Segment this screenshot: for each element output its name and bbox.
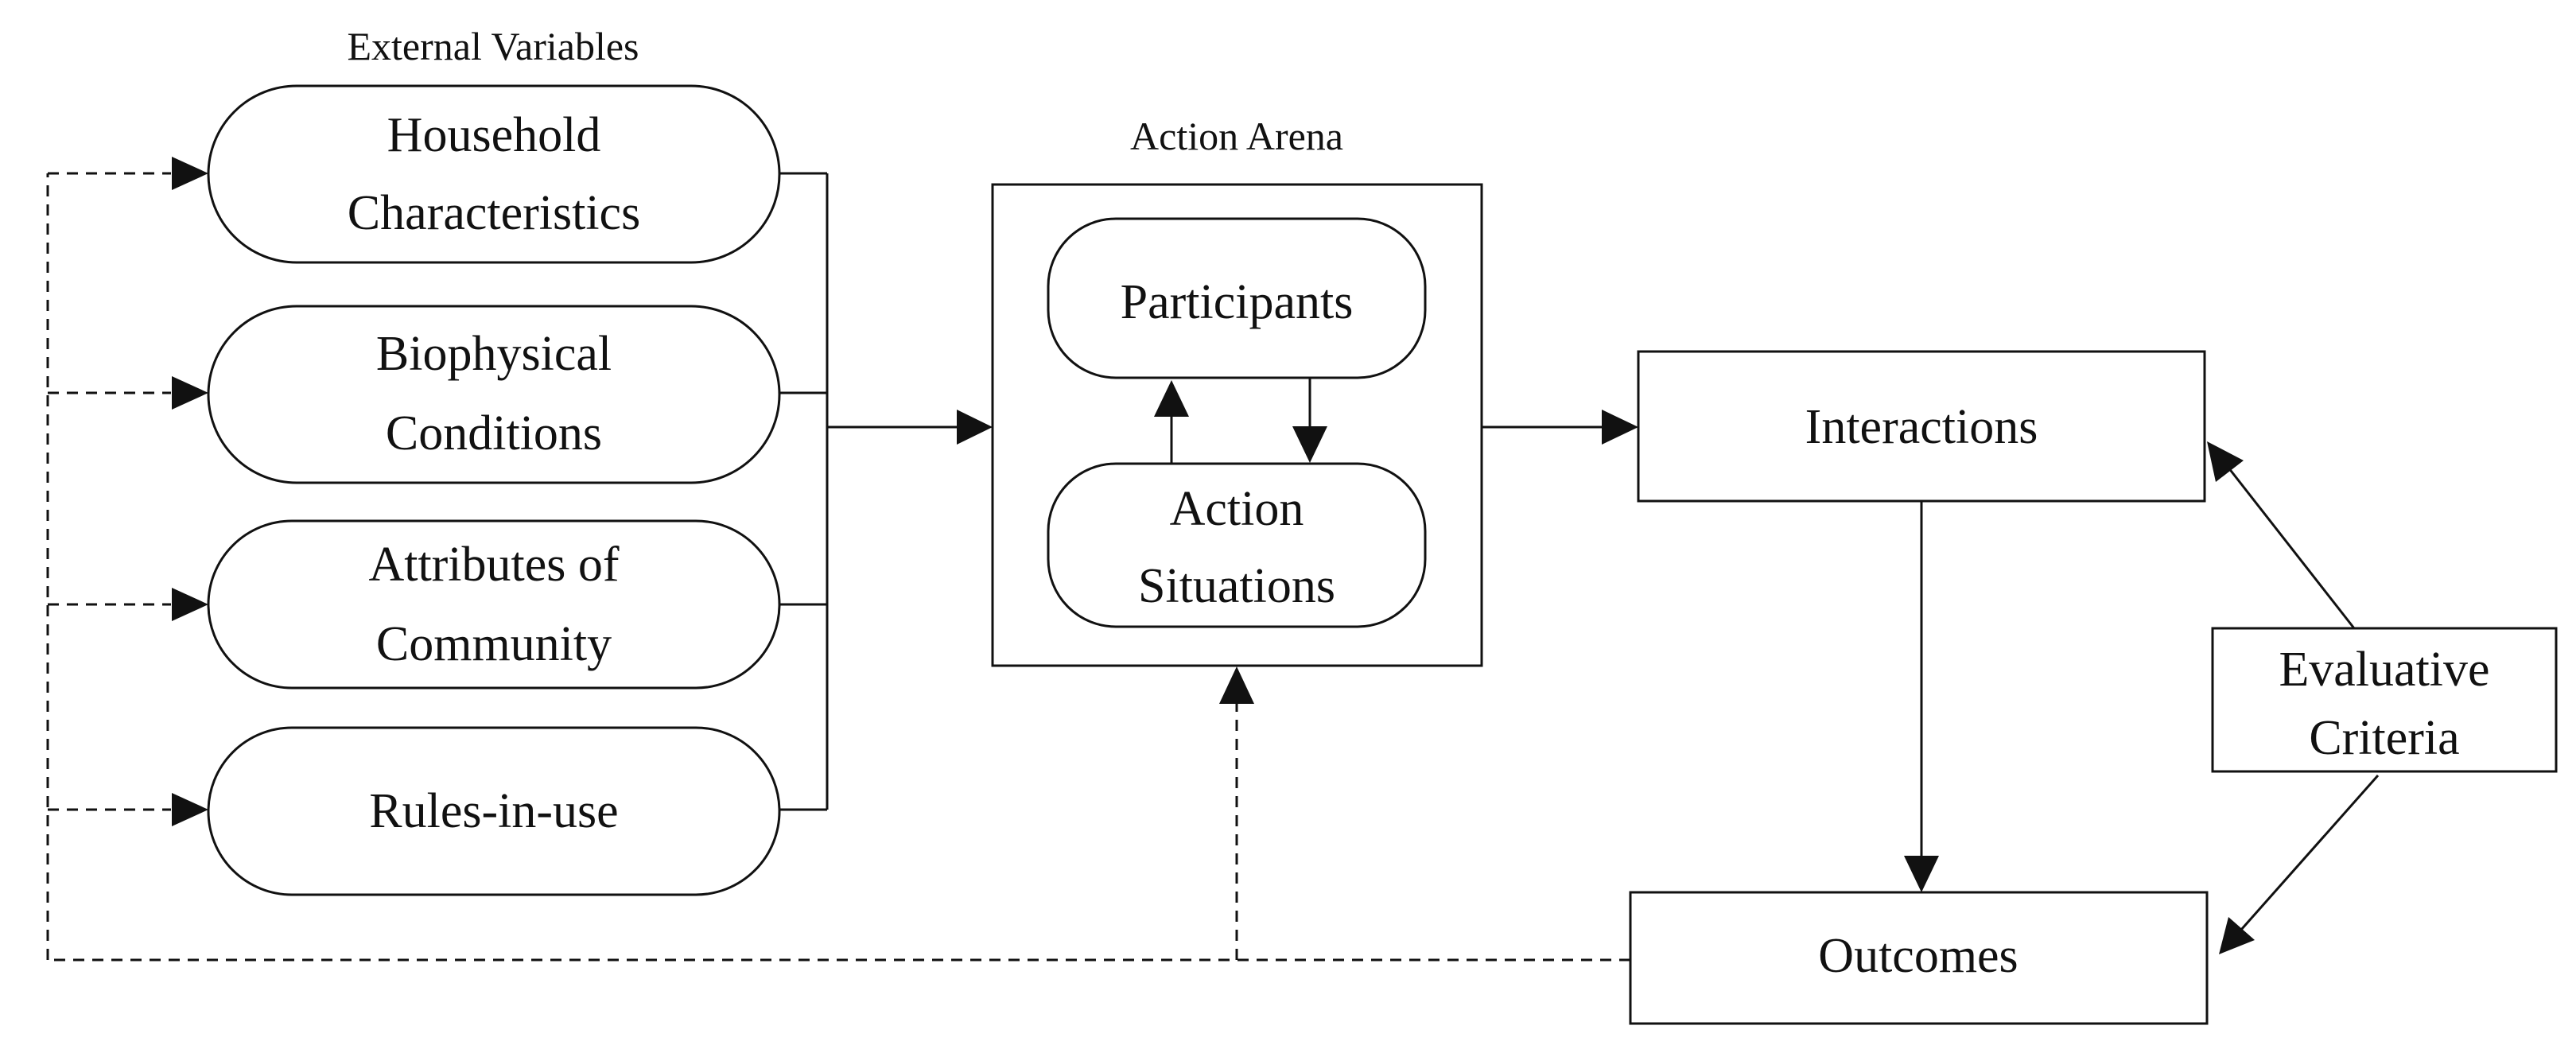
outcomes-label: Outcomes bbox=[1818, 929, 2018, 983]
evaluative-criteria-label-line1: Evaluative bbox=[2279, 643, 2489, 697]
biophysical-conditions-label-line2: Conditions bbox=[386, 406, 602, 460]
arrow-to-interactions-from-criteria-icon bbox=[2207, 441, 2244, 482]
arrow-down-icon bbox=[1292, 426, 1327, 463]
rules-in-use-label: Rules-in-use bbox=[369, 784, 618, 838]
interactions-node: Interactions bbox=[1637, 350, 2206, 503]
feedback-arrow-community-icon bbox=[172, 588, 208, 621]
feedback-arrow-rules-icon bbox=[172, 793, 208, 826]
evaluative-criteria-label-line2: Criteria bbox=[2309, 711, 2459, 765]
evaluative-criteria-node: Evaluative Criteria bbox=[2211, 627, 2558, 773]
action-situations-label-line1: Action bbox=[1170, 482, 1304, 536]
household-characteristics-node: Household Characteristics bbox=[207, 84, 781, 264]
interactions-label: Interactions bbox=[1805, 400, 2038, 454]
action-situations-node: Action Situations bbox=[1047, 462, 1427, 628]
arrow-to-action-arena-icon bbox=[957, 410, 993, 445]
external-variables-connector bbox=[779, 172, 993, 811]
feedback-arrow-biophysical-icon bbox=[172, 376, 208, 410]
action-arena-box: Participants Action Situations bbox=[991, 183, 1483, 667]
attributes-of-community-label-line1: Attributes of bbox=[368, 538, 619, 592]
rules-in-use-node: Rules-in-use bbox=[207, 726, 781, 896]
household-characteristics-label-line1: Household bbox=[387, 108, 601, 162]
external-variables-heading: External Variables bbox=[348, 24, 639, 68]
feedback-arrow-household-icon bbox=[172, 157, 208, 190]
participants-label: Participants bbox=[1121, 275, 1354, 329]
participants-node: Participants bbox=[1047, 217, 1427, 379]
attributes-of-community-node: Attributes of Community bbox=[207, 519, 781, 690]
action-situations-label-line2: Situations bbox=[1138, 559, 1335, 613]
arrow-to-outcomes-from-criteria-icon bbox=[2219, 917, 2255, 954]
biophysical-conditions-label-line1: Biophysical bbox=[376, 327, 612, 381]
attributes-of-community-label-line2: Community bbox=[376, 617, 612, 671]
biophysical-conditions-node: Biophysical Conditions bbox=[207, 305, 781, 484]
feedback-loop bbox=[46, 157, 1630, 962]
action-arena-heading: Action Arena bbox=[1130, 114, 1343, 158]
arrow-to-outcomes-icon bbox=[1904, 856, 1939, 892]
arrow-up-icon bbox=[1154, 380, 1189, 417]
household-characteristics-label-line2: Characteristics bbox=[348, 186, 640, 240]
outcomes-node: Outcomes bbox=[1629, 891, 2209, 1025]
arrow-to-interactions-icon bbox=[1602, 410, 1638, 445]
feedback-arrow-action-arena-icon bbox=[1219, 666, 1254, 704]
